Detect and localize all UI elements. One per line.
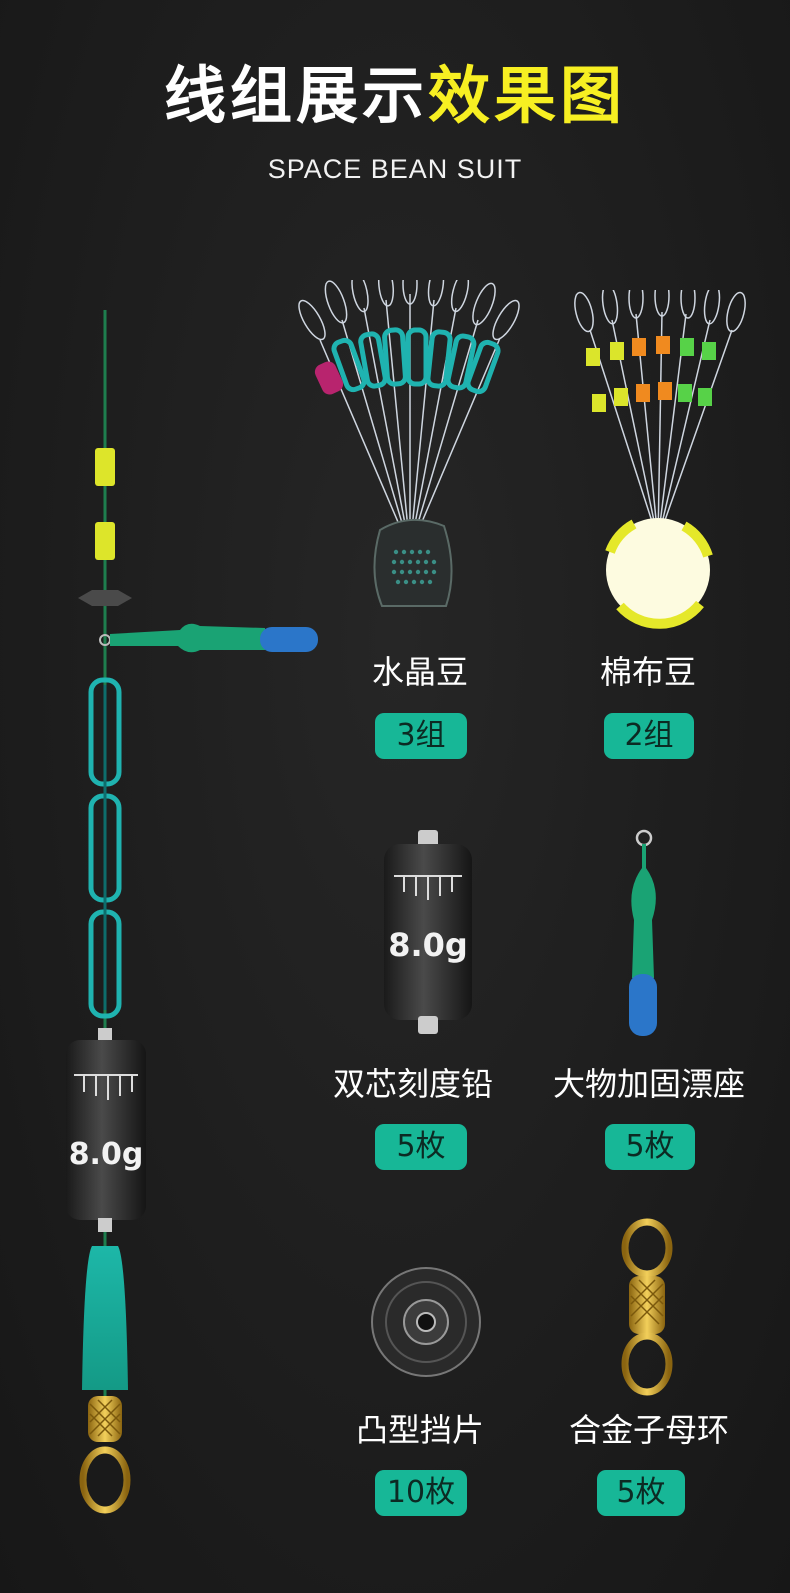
title-white-part: 线组展示 (163, 59, 428, 132)
sinker-label: 8.0g (388, 926, 468, 964)
rig-sinker: 8.0g (66, 1028, 146, 1232)
product-qty-badge: 3组 (375, 713, 467, 759)
product-name: 水晶豆 (371, 653, 468, 691)
rig-sinker-label: 8.0g (69, 1137, 144, 1172)
product-qty-badge: 10枚 (375, 1470, 467, 1516)
product-qty-badge: 2组 (604, 713, 694, 759)
product-name: 大物加固漂座 (552, 1065, 745, 1103)
fishing-rig-illustration: 8.0g (66, 310, 318, 1514)
product-name: 棉布豆 (599, 653, 696, 691)
page-title: 线组展示效果图 (0, 56, 790, 136)
page-subtitle: SPACE BEAN SUIT (267, 154, 523, 184)
swivel-icon (621, 1218, 673, 1396)
product-qty-badge: 5枚 (597, 1470, 685, 1516)
float-seat-icon (629, 829, 657, 1036)
product-name: 凸型挡片 (355, 1411, 484, 1449)
rig-bean-yellow (95, 522, 115, 560)
rig-bean-yellow (95, 448, 115, 486)
rig-swivel (79, 1396, 131, 1514)
cotton-bean-icon (574, 290, 746, 629)
rig-float-seat (110, 623, 265, 653)
rig-crystal-tubes (88, 677, 122, 1019)
rig-stopper-disc (78, 590, 132, 606)
product-name: 双芯刻度铅 (332, 1065, 493, 1103)
sinker-icon: 8.0g (384, 830, 472, 1034)
rig-float-seat-tip (260, 627, 318, 652)
product-qty-badge: 5枚 (605, 1124, 695, 1170)
crystal-bean-icon (298, 280, 520, 607)
product-qty-badge: 5枚 (375, 1124, 467, 1170)
rig-sleeve (82, 1246, 128, 1390)
stopper-disc-icon (371, 1267, 481, 1377)
title-yellow-part: 效果图 (428, 59, 627, 132)
product-name: 合金子母环 (568, 1411, 729, 1449)
